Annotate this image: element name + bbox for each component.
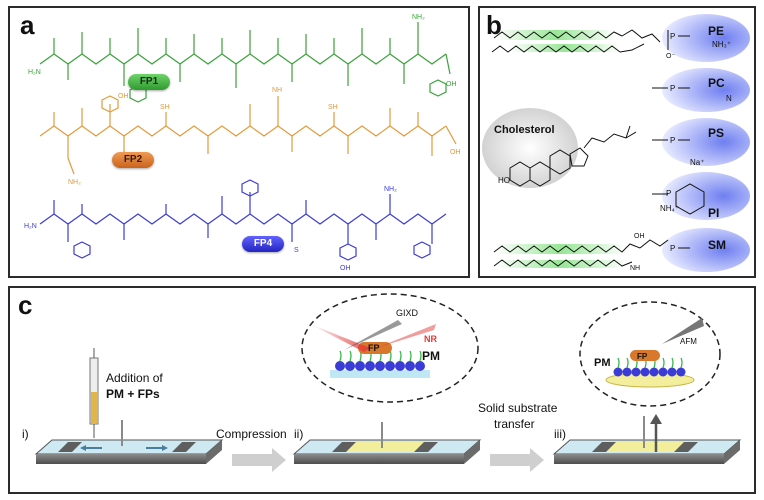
pm-label-ii: PM (422, 349, 440, 363)
fp4-oh-label: OH (340, 265, 351, 272)
fp4-nh2-label: NH₂ (384, 186, 397, 193)
fp2-nh2-label: NH₂ (68, 179, 81, 186)
lipid-label-pi: PI (708, 206, 720, 220)
panel-c: c (8, 286, 756, 494)
trough-iii (552, 414, 742, 464)
fp1-h2n-label: H₂N (28, 69, 41, 76)
fp1-nh2-label: NH₂ (412, 14, 425, 21)
pc-headgroup (662, 68, 750, 112)
pe-tails (491, 29, 669, 53)
p-label-pe: P (670, 32, 675, 41)
panel-b: b (478, 6, 756, 278)
addition-label-line1: Addition of (106, 371, 163, 385)
fp2-oh-label: OH (118, 93, 129, 100)
fp2-nh-label: NH (272, 87, 282, 94)
panel-a: a (8, 6, 470, 278)
step-i-label: i) (22, 427, 29, 441)
p-label-sm: P (670, 244, 675, 253)
fp4-label: FP4 (253, 238, 273, 249)
fp-pill-iii (630, 350, 660, 361)
afm-label: AFM (680, 337, 697, 346)
fp2-label: FP2 (123, 154, 143, 165)
lipid-label-pe: PE (708, 24, 725, 38)
lipid-structures: P P P P P O⁻ NH OH (482, 14, 750, 272)
step-ii-label: ii) (294, 427, 303, 441)
fp2-sh2-label: SH (328, 104, 338, 111)
pi-inositol-ring (675, 183, 705, 215)
transfer-arrow (490, 448, 544, 472)
compression-label: Compression (216, 427, 287, 441)
afm-tip (662, 318, 704, 344)
langmuir-workflow: i) ii) iii) Addition of PM + FPs Compres… (22, 293, 742, 472)
fp4-h2n-label: H₂N (24, 223, 37, 230)
fp1-structure (39, 22, 451, 103)
fp1-oh-label: OH (446, 81, 457, 88)
ps-na-label: Na⁺ (690, 158, 705, 167)
lipid-label-pc: PC (708, 76, 725, 90)
p-label-pi: P (666, 189, 671, 198)
nr-beam-out (376, 324, 436, 348)
step-iii-label: iii) (554, 427, 566, 441)
pm-label-iii: PM (594, 357, 611, 369)
fp4-structure (39, 179, 447, 261)
pe-headgroup (662, 14, 750, 62)
fp-label-iii: FP (637, 352, 648, 361)
fp2-structure (39, 95, 457, 175)
ps-headgroup (662, 118, 750, 166)
gixd-beam (344, 320, 402, 350)
nr-label: NR (424, 334, 437, 344)
fp2-sh-label: SH (160, 104, 170, 111)
panel-a-letter: a (20, 10, 35, 40)
addition-label-line2: PM + FPs (106, 387, 160, 401)
sm-headgroup (662, 228, 750, 272)
sm-tails (493, 239, 669, 267)
peptide-structures: NH₂ OH H₂N OH NH SH SH NH₂ OH H₂N S NH₂ … (24, 14, 461, 272)
trough-ii (292, 422, 482, 464)
pc-n-label: N (726, 94, 732, 103)
fp2-pill: FP2 (112, 152, 154, 168)
phosphate-linkers (652, 35, 690, 249)
o-minus-label: O⁻ (666, 53, 675, 60)
pi-headgroup (662, 172, 750, 220)
lipid-label-cholesterol: Cholesterol (494, 124, 555, 136)
transfer-label-line1: Solid substrate (478, 401, 558, 415)
trough-i (34, 420, 224, 464)
cholesterol-ho-label: HO (498, 176, 510, 185)
fp4-s-label: S (294, 247, 299, 254)
panel-c-letter: c (18, 290, 33, 320)
fp2-oh2-label: OH (450, 149, 461, 156)
fp-label-ii: FP (368, 343, 380, 353)
transfer-label-line2: transfer (494, 417, 535, 431)
pe-nh3-label: NH₃⁺ (712, 40, 732, 49)
gixd-label: GIXD (396, 308, 419, 318)
syringe (89, 348, 99, 438)
lipid-label-ps: PS (708, 126, 725, 140)
monolayer-heads-iii (613, 367, 686, 377)
cholesterol-bubble (482, 108, 578, 188)
p-label-pc: P (670, 84, 675, 93)
fp1-pill: FP1 (128, 74, 170, 90)
pi-nh4-label: NH₄⁺ (660, 204, 680, 213)
cholesterol-structure (509, 125, 637, 187)
fp4-pill: FP4 (242, 236, 284, 252)
oh-label-sm: OH (634, 233, 645, 240)
monolayer-heads-ii (335, 361, 425, 371)
nh-label-sm: NH (630, 265, 640, 272)
p-label-ps: P (670, 136, 675, 145)
lipid-label-sm: SM (708, 238, 726, 252)
compression-arrow (232, 448, 286, 472)
fp1-label: FP1 (139, 76, 159, 87)
